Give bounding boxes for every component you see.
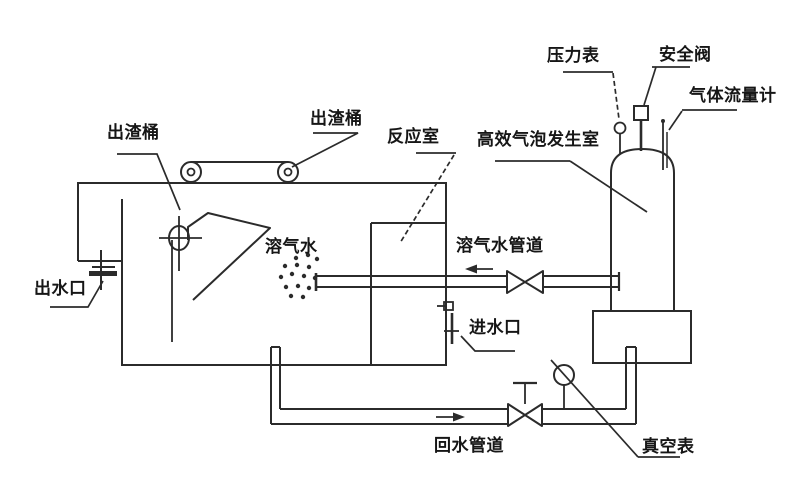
return-pipe (270, 346, 637, 427)
label-gas-flow-meter: 气体流量计 (689, 86, 777, 106)
bubble-generator-tank (592, 147, 692, 364)
generator-base (592, 310, 692, 364)
inlet-fitting (437, 301, 459, 344)
return-valve (507, 381, 543, 427)
label-water-outlet: 出水口 (34, 279, 87, 299)
label-dissolved-air-pipe: 溶气水管道 (456, 236, 544, 256)
flotation-tank (77, 182, 447, 366)
outlet-fitting (89, 250, 117, 290)
flow-arrow-left (465, 264, 493, 274)
pressure-gauge-symbol (613, 121, 627, 154)
leader-lines (50, 66, 737, 458)
label-return-pipe: 回水管道 (434, 436, 504, 456)
safety-valve-symbol (633, 105, 649, 151)
label-slag-bucket-left: 出渣桶 (107, 123, 160, 143)
flow-arrow-right (436, 412, 465, 422)
label-reaction-chamber: 反应室 (387, 127, 440, 147)
gas-flow-meter-symbol (661, 119, 668, 170)
slag-conveyor (180, 161, 299, 183)
dissolved-air-pipe (314, 264, 621, 294)
label-vacuum-gauge: 真空表 (642, 437, 695, 457)
label-slag-bucket-right: 出渣桶 (310, 109, 363, 129)
label-bubble-generator: 高效气泡发生室 (477, 130, 600, 150)
label-water-inlet: 进水口 (469, 318, 522, 338)
skimmer-wheel (159, 216, 202, 342)
label-pressure-gauge: 压力表 (547, 46, 600, 66)
pipe-valve (506, 270, 544, 294)
spray-bubbles (278, 252, 320, 300)
label-dissolved-air-water: 溶气水 (265, 237, 318, 257)
reaction-chamber (370, 222, 446, 365)
label-safety-valve: 安全阀 (659, 45, 712, 65)
vacuum-gauge-symbol (553, 364, 575, 409)
scraper-plate (187, 212, 271, 301)
